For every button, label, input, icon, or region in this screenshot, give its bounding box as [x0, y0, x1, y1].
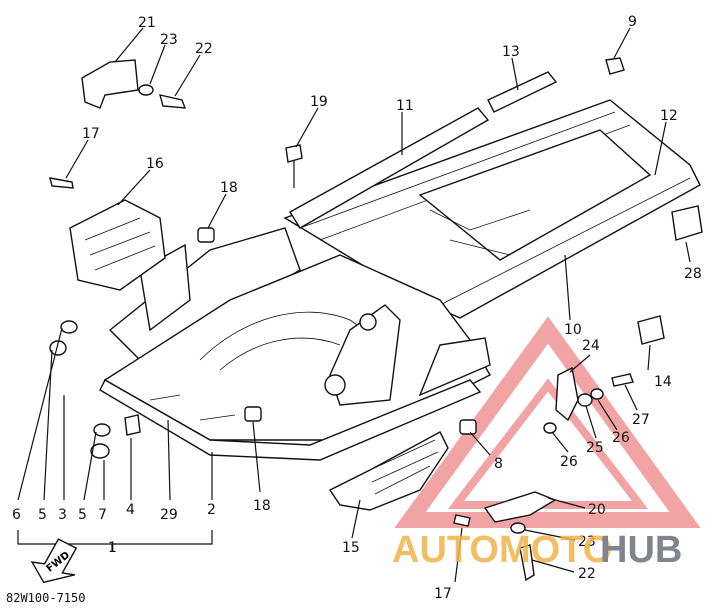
callout-22: 22	[195, 41, 213, 57]
callout-26b: 26	[560, 454, 578, 470]
callout-23: 23	[160, 32, 178, 48]
callout-22b: 22	[578, 566, 596, 582]
callout-23b: 23	[578, 534, 596, 550]
callout-18b: 18	[253, 498, 271, 514]
callout-1: 1	[108, 540, 117, 556]
callout-9: 9	[628, 14, 637, 30]
callout-labels: 21 23 22 17 19 11 13 9 12 16 18 28 10 14…	[12, 14, 702, 602]
callout-24: 24	[582, 338, 600, 354]
frame-assembly	[99, 71, 701, 461]
watermark-triangle	[394, 316, 701, 528]
callout-2: 2	[207, 502, 216, 518]
callout-6: 6	[12, 507, 21, 523]
callout-8: 8	[494, 456, 503, 472]
callout-17: 17	[82, 126, 100, 142]
callout-19: 19	[310, 94, 328, 110]
callout-17b: 17	[434, 586, 452, 602]
callout-10: 10	[564, 322, 582, 338]
drawing-code: 82W100-7150	[6, 591, 85, 605]
callout-26: 26	[612, 430, 630, 446]
callout-4: 4	[126, 502, 135, 518]
callout-5: 5	[78, 507, 87, 523]
callout-5b: 5	[38, 507, 47, 523]
callout-7: 7	[98, 507, 107, 523]
callout-21: 21	[138, 15, 156, 31]
watermark-left: AUTOMOTO	[392, 529, 612, 571]
callout-12: 12	[660, 108, 678, 124]
callout-29: 29	[160, 507, 178, 523]
callout-14: 14	[654, 374, 672, 390]
callout-15: 15	[342, 540, 360, 556]
watermark-text: AUTOMOTO HUB	[392, 529, 682, 571]
callout-27: 27	[632, 412, 650, 428]
callout-28: 28	[684, 266, 702, 282]
callout-16: 16	[146, 156, 164, 172]
watermark-right: HUB	[600, 529, 682, 571]
callout-13: 13	[502, 44, 520, 60]
callout-18: 18	[220, 180, 238, 196]
callout-11: 11	[396, 98, 414, 114]
small-parts	[49, 57, 703, 582]
callout-20: 20	[588, 502, 606, 518]
callout-25: 25	[586, 440, 604, 456]
leader-lines	[17, 27, 691, 583]
callout-3: 3	[58, 507, 67, 523]
